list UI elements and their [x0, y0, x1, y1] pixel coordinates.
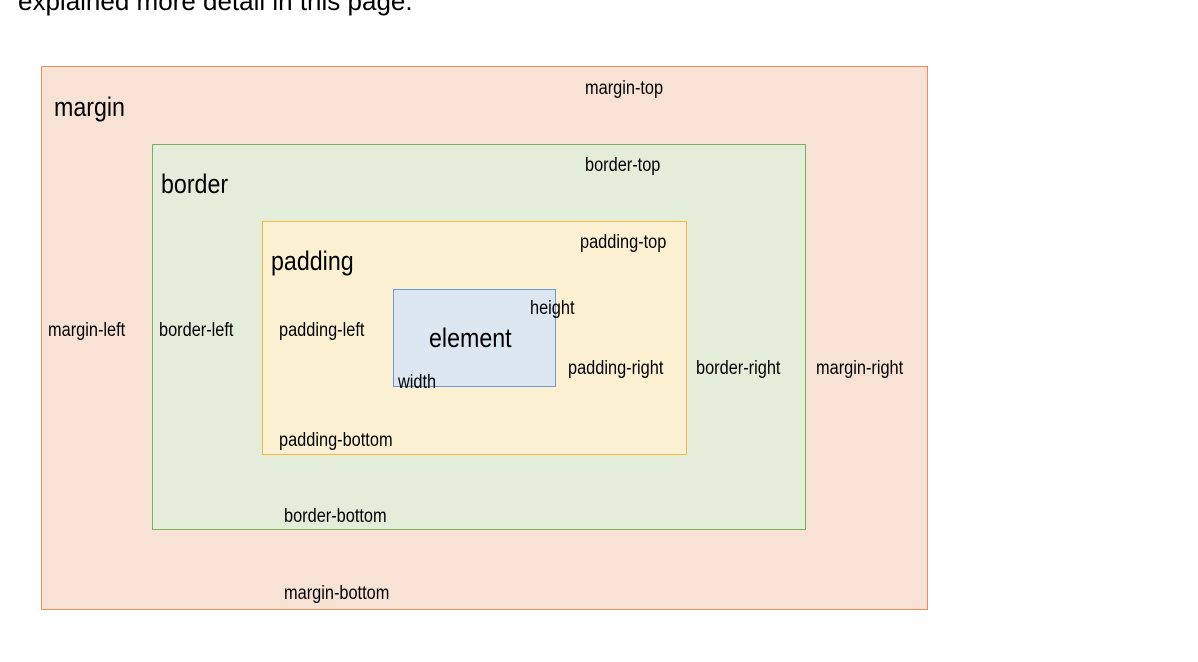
margin-bottom-label: margin-bottom: [284, 583, 390, 604]
padding-right-label: padding-right: [568, 358, 664, 379]
element-title: element: [429, 323, 512, 353]
border-title: border: [161, 169, 229, 199]
margin-right-label: margin-right: [816, 358, 904, 379]
element-box: [393, 289, 556, 387]
margin-top-label: margin-top: [585, 78, 664, 99]
border-left-label: border-left: [159, 320, 234, 341]
border-top-label: border-top: [585, 155, 661, 176]
cropped-header-text: explained more detail in this page.: [18, 0, 413, 16]
margin-title: margin: [54, 92, 125, 122]
padding-top-label: padding-top: [580, 232, 667, 253]
padding-title: padding: [271, 246, 354, 276]
padding-bottom-label: padding-bottom: [279, 430, 393, 451]
border-bottom-label: border-bottom: [284, 506, 387, 527]
element-height-label: height: [530, 298, 575, 319]
element-width-label: width: [398, 372, 437, 393]
margin-left-label: margin-left: [48, 320, 126, 341]
padding-left-label: padding-left: [279, 320, 365, 341]
border-right-label: border-right: [696, 358, 781, 379]
